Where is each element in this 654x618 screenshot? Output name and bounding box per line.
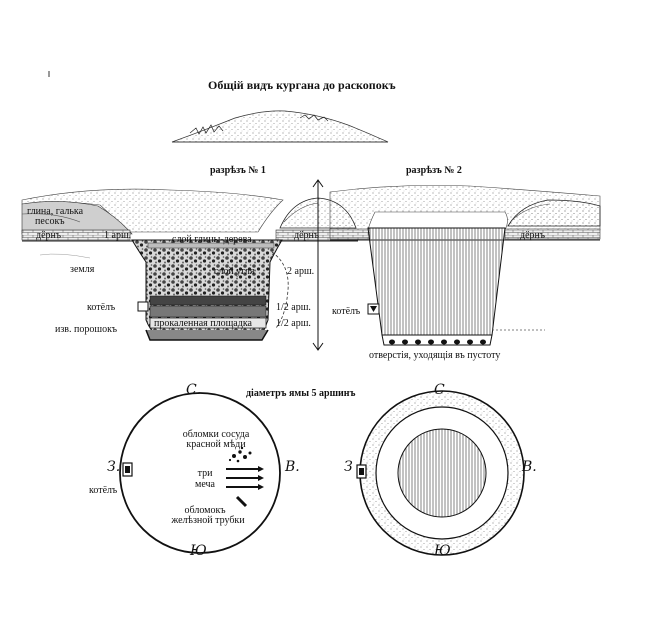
label-swords-2: меча (195, 479, 215, 490)
overview-title: Общій видъ кургана до раскопокъ (208, 78, 396, 92)
label-holes: отверстія, уходящія въ пустоту (369, 350, 501, 361)
compass-north-left: С. (186, 382, 202, 398)
compass-north-right: С (434, 382, 445, 398)
label-sand: песокъ (35, 216, 65, 227)
iron-tube (235, 495, 248, 508)
label-fragments-1: обломки сосуда (182, 429, 250, 440)
compass-west-left: З. (107, 459, 121, 475)
label-half-arsh-1: 1/2 арш. (276, 302, 311, 313)
label-tube-2: желѣзной трубки (171, 515, 245, 526)
three-swords (226, 466, 264, 490)
compass-east-right: В. (522, 459, 537, 475)
copper-fragments (228, 446, 252, 463)
label-kettle-plan: котёлъ (89, 485, 118, 496)
compass-east-left: В. (285, 459, 300, 475)
section-2-title: разрѣзъ № 2 (406, 165, 462, 176)
label-clay-pebble: глина, галька (27, 206, 84, 217)
compass-south-right: Ю. (434, 543, 456, 559)
label-turf-s2: дёрнъ (520, 230, 546, 241)
label-one-arsh: 1 арш. (104, 230, 132, 241)
label-tube-1: обломокъ (184, 505, 226, 516)
plan-left (119, 392, 281, 554)
plan-title: діаметръ ямы 5 аршинъ (246, 388, 356, 399)
section-2-drawing (329, 184, 601, 346)
label-two-arsh: 2 арш. (287, 266, 315, 277)
label-kettle-1: котёлъ (87, 302, 116, 313)
plan-right (356, 390, 525, 556)
label-turf-left: дёрнъ (36, 230, 62, 241)
compass-west-right: З (344, 459, 353, 475)
label-fragments-2: красной мѣди (186, 439, 246, 450)
compass-south-left: Ю (190, 543, 207, 559)
label-coal-layer: слой угля (214, 266, 255, 277)
label-swords-1: три (197, 468, 213, 479)
label-kettle-2: котёлъ (332, 306, 361, 317)
label-layer-clay-wood: слой глины-дерева (172, 234, 252, 245)
vertical-depth-arrow (312, 179, 324, 351)
label-turf-right: дёрнъ (294, 230, 320, 241)
section-1-title: разрѣзъ № 1 (210, 165, 266, 176)
mound-overview (171, 110, 389, 143)
label-powder: изв. порошокъ (55, 324, 118, 335)
label-burnt-platform: прокаленная площадка (154, 318, 252, 329)
label-half-arsh-2: 1/2 арш. (276, 318, 311, 329)
label-earth: земля (70, 264, 95, 275)
